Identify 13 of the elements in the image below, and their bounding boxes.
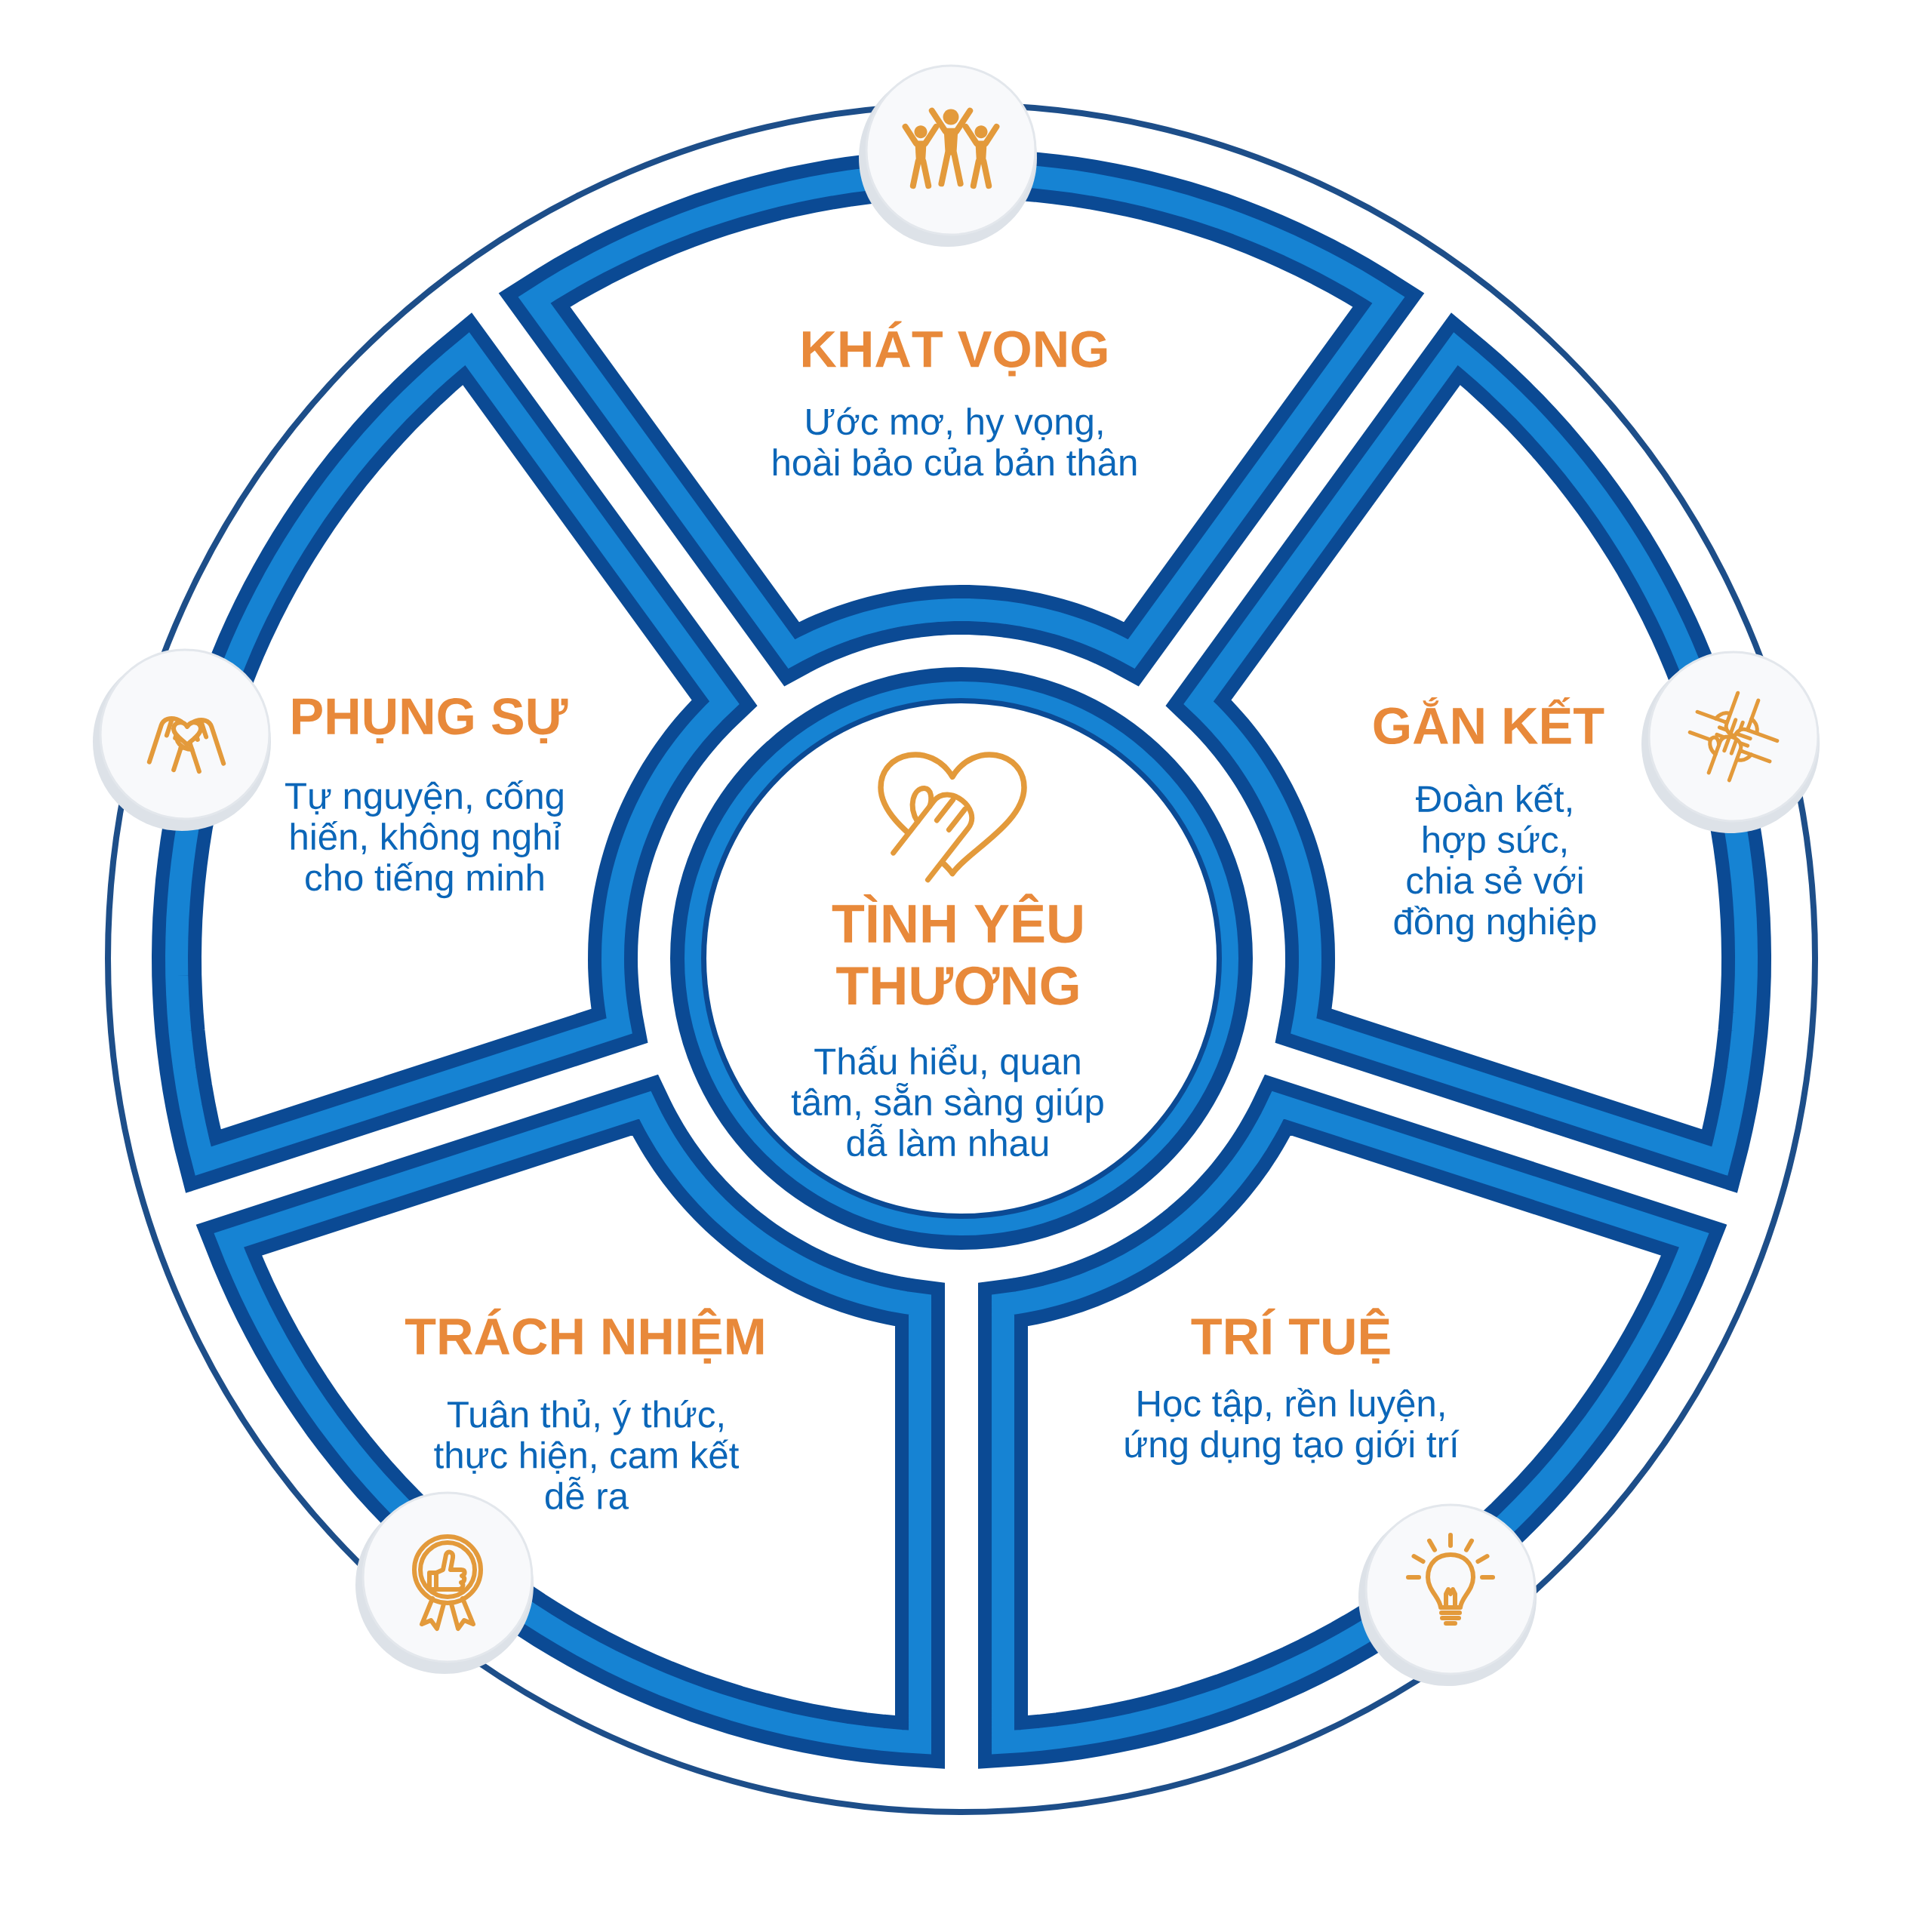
segment-title: GẮN KẾT [1374,697,1604,745]
segment-title: KHÁT VỌNG [803,321,1107,377]
segment-title: TRÍ TUỆ [1191,1308,1390,1364]
hub-title: TÌNH YÊU THƯƠNG [832,894,1082,1005]
segment-description: Ước mơ, hy vọng, hoài bảo của bản thân [773,407,1137,476]
segment-description: Học tập, rền luyện, ứng dụng tạo giới trí [1125,1387,1460,1466]
segment-description: Tuân thủ, ý thức, thực hiện, cam kết dễ ra [434,1399,740,1509]
hub-circle [670,667,1253,1251]
hub-description: Thấu hiểu, quan tâm, sẵn sàng giúp dẫ làm nhau [791,1044,1103,1157]
segment-description: Tự nguyện, cống hiến, không nghỉ cho tiếng minh [285,780,563,899]
segment-description: Đoàn kết, hợp sức, chia sẻ với đồng nghiệp [1394,783,1596,943]
segment-title: TRÁCH NHIỆM [405,1308,764,1364]
segment-title: PHỤNG SỰ [293,698,568,744]
